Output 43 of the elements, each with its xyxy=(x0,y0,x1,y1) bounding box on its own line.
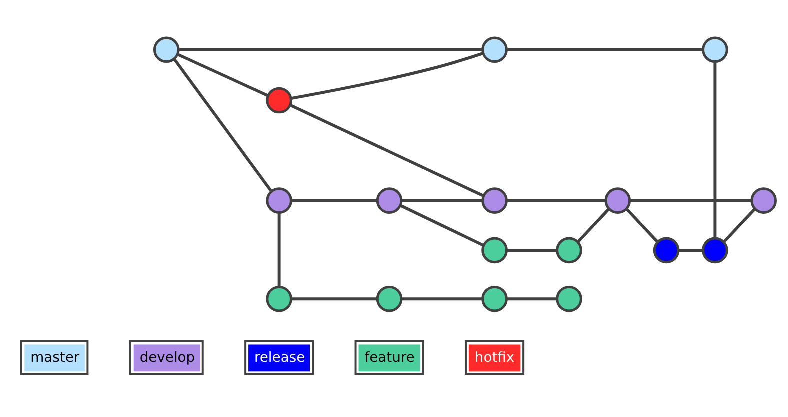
node-circle xyxy=(556,286,582,312)
node-circle xyxy=(482,188,508,214)
connector xyxy=(178,48,483,52)
node-circle xyxy=(482,286,508,312)
connector xyxy=(291,298,378,301)
connector xyxy=(290,104,484,198)
connector xyxy=(630,199,752,202)
connector xyxy=(173,58,273,192)
node-circle xyxy=(266,188,292,214)
connector xyxy=(278,212,281,287)
legend-label: master xyxy=(30,350,80,366)
connector xyxy=(506,199,606,202)
legend-label: develop xyxy=(140,350,196,366)
node-circle xyxy=(482,36,508,64)
connector xyxy=(506,248,558,252)
node-circle xyxy=(604,188,632,214)
legend-label: feature xyxy=(364,350,415,366)
connector xyxy=(291,52,484,100)
node-circle xyxy=(653,237,680,264)
node-circle xyxy=(750,188,777,214)
node-circle xyxy=(266,286,292,312)
node-circle xyxy=(482,237,508,264)
legend-label: hotfix xyxy=(474,350,515,366)
connector xyxy=(291,199,378,202)
connector xyxy=(402,199,483,202)
node-circle xyxy=(556,237,582,264)
connector xyxy=(506,298,558,301)
node-circle xyxy=(266,87,292,114)
node-circle xyxy=(376,188,403,214)
node-circle xyxy=(702,36,728,64)
node-circle xyxy=(376,286,403,312)
connector xyxy=(177,53,269,98)
node-circle xyxy=(702,237,728,264)
connector xyxy=(400,204,484,248)
connector xyxy=(506,48,704,52)
connector xyxy=(678,248,704,252)
connector xyxy=(576,208,610,244)
connector xyxy=(714,62,717,238)
connector xyxy=(402,298,483,301)
connector xyxy=(722,208,756,244)
node-circle xyxy=(153,36,180,64)
legend-label: release xyxy=(254,350,306,366)
connector xyxy=(626,208,659,244)
